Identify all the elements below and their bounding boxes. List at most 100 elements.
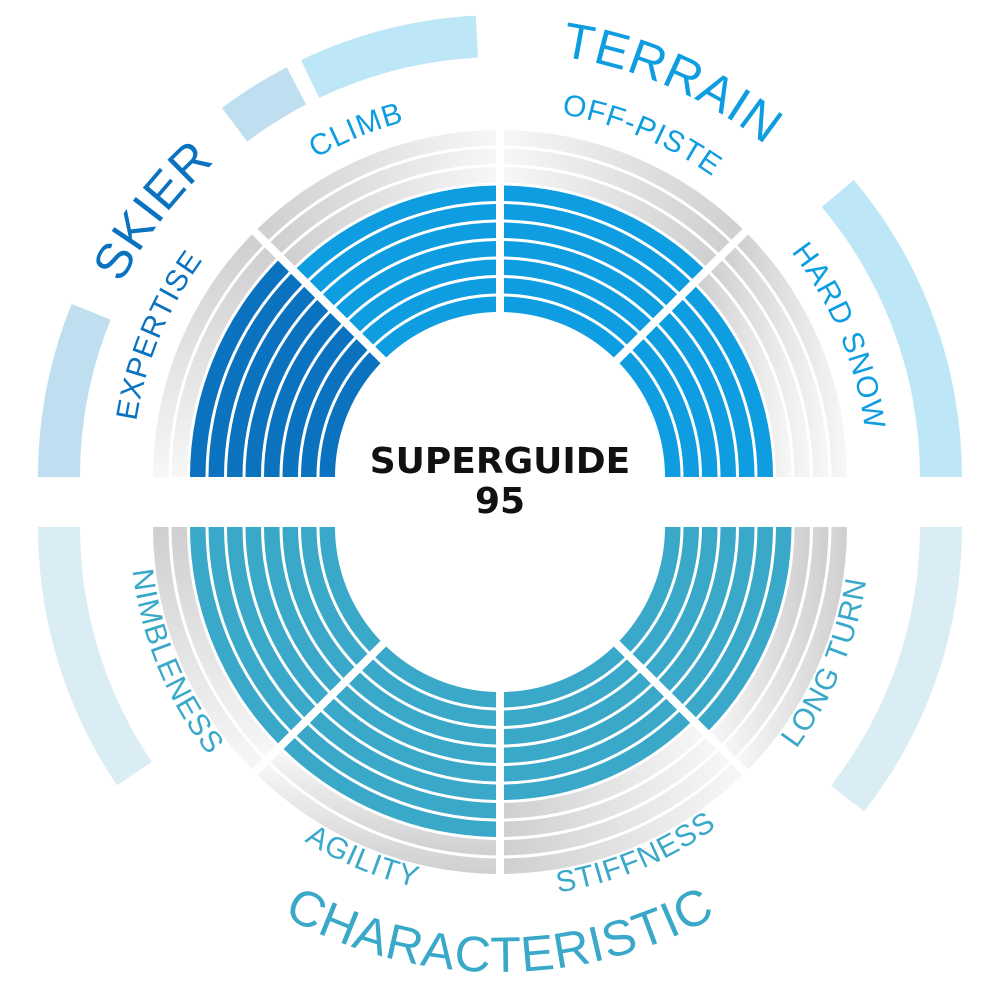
- empty-band: [257, 764, 497, 874]
- filled-band: [645, 527, 718, 678]
- empty-band: [737, 527, 847, 770]
- segment-off-piste: [503, 130, 743, 358]
- filled-band: [632, 339, 699, 477]
- filled-band: [503, 278, 638, 345]
- filled-band: [658, 527, 736, 692]
- filled-band: [375, 296, 497, 358]
- empty-band: [711, 527, 810, 744]
- filled-band: [264, 312, 342, 477]
- filled-band: [503, 241, 665, 319]
- filled-band: [503, 698, 678, 782]
- empty-band: [503, 724, 704, 819]
- category-label-characteristic: CHARACTERISTIC: [278, 876, 722, 984]
- filled-band: [375, 646, 497, 708]
- filled-band: [671, 299, 755, 477]
- characteristic-arc-right: [830, 527, 962, 812]
- empty-band: [503, 167, 717, 266]
- empty-band: [697, 273, 792, 477]
- empty-band: [153, 527, 263, 770]
- filled-band: [503, 711, 691, 800]
- filled-band: [362, 278, 497, 345]
- product-name: SUPERGUIDE: [369, 441, 631, 482]
- empty-band: [171, 247, 276, 477]
- empty-band: [503, 738, 717, 837]
- filled-band: [503, 204, 691, 293]
- filled-band: [264, 527, 342, 692]
- filled-band: [301, 527, 368, 665]
- segment-hard-snow: [619, 234, 847, 477]
- filled-band: [322, 698, 497, 782]
- skier-arc-upper: [221, 67, 307, 142]
- product-model-number: 95: [474, 481, 526, 522]
- filled-band: [319, 352, 381, 477]
- rating-segments: [153, 130, 847, 874]
- filled-band: [619, 352, 681, 477]
- filled-band: [684, 286, 773, 477]
- filled-band: [245, 527, 329, 705]
- empty-band: [257, 130, 497, 240]
- filled-band: [632, 527, 699, 665]
- category-arcs: [38, 15, 962, 812]
- empty-band: [153, 234, 263, 477]
- filled-band: [645, 326, 718, 477]
- empty-band: [737, 234, 847, 477]
- filled-band: [190, 527, 289, 744]
- filled-band: [503, 185, 704, 280]
- empty-band: [171, 527, 276, 757]
- segment-climb: [257, 130, 497, 358]
- filled-band: [362, 659, 497, 726]
- terrain-arc-right: [821, 180, 962, 478]
- empty-band: [724, 247, 829, 477]
- filled-band: [503, 296, 625, 358]
- segment-agility: [257, 646, 497, 874]
- filled-band: [296, 724, 497, 819]
- empty-band: [503, 148, 730, 253]
- empty-band: [503, 764, 743, 874]
- empty-band: [711, 260, 810, 477]
- segment-stiffness: [503, 646, 743, 874]
- terrain-arc-left: [301, 15, 479, 98]
- filled-band: [319, 527, 381, 652]
- filled-band: [322, 222, 497, 306]
- characteristic-arc-left: [38, 527, 152, 786]
- filled-band: [503, 659, 638, 726]
- empty-band: [270, 751, 497, 856]
- filled-band: [335, 685, 497, 763]
- filled-band: [309, 204, 497, 293]
- filled-band: [309, 711, 497, 800]
- filled-band: [282, 326, 355, 477]
- filled-band: [190, 260, 289, 477]
- empty-band: [724, 527, 829, 757]
- filled-band: [283, 738, 497, 837]
- empty-band: [270, 148, 497, 253]
- filled-band: [349, 672, 497, 745]
- filled-band: [208, 273, 303, 477]
- filled-band: [503, 222, 678, 306]
- filled-band: [296, 185, 497, 280]
- filled-band: [245, 299, 329, 477]
- filled-band: [503, 646, 625, 708]
- filled-band: [227, 527, 316, 718]
- filled-band: [619, 527, 681, 652]
- empty-band: [503, 751, 730, 856]
- segment-long-turn: [619, 527, 847, 770]
- filled-band: [282, 527, 355, 678]
- filled-band: [503, 672, 651, 745]
- empty-band: [283, 167, 497, 266]
- filled-band: [349, 259, 497, 332]
- filled-band: [503, 259, 651, 332]
- skier-arc-lower: [38, 303, 111, 477]
- segment-nimbleness: [153, 527, 381, 770]
- filled-band: [671, 527, 755, 705]
- filled-band: [301, 339, 368, 477]
- product-title: SUPERGUIDE 95: [300, 442, 700, 522]
- filled-band: [658, 312, 736, 477]
- segment-expertise: [153, 234, 381, 477]
- filled-band: [335, 241, 497, 319]
- filled-band: [697, 527, 792, 731]
- filled-band: [208, 527, 303, 731]
- filled-band: [227, 286, 316, 477]
- empty-band: [503, 130, 743, 240]
